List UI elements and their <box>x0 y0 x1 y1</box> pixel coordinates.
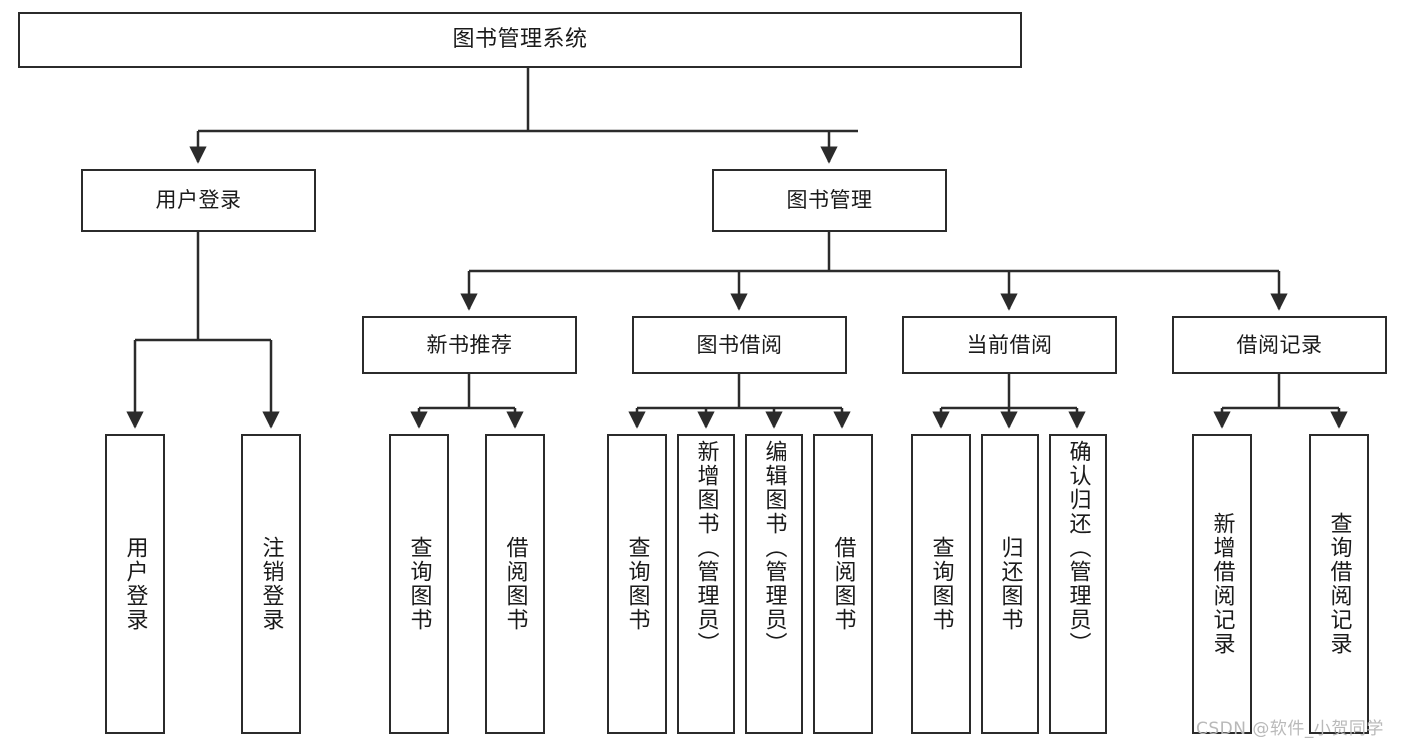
leaf-query-book-new-label: 查询图书 <box>406 536 432 632</box>
leaf-add-book-admin-label: 新增图书（管理员） <box>693 440 719 656</box>
node-root-label: 图书管理系统 <box>452 27 588 53</box>
leaf-borrow-book-borrow[interactable]: 借阅图书 <box>813 434 873 734</box>
node-new-book-recommendation-label: 新书推荐 <box>426 332 513 357</box>
leaf-logout[interactable]: 注销登录 <box>241 434 301 734</box>
node-user-login-label: 用户登录 <box>155 188 242 213</box>
leaf-add-borrow-record[interactable]: 新增借阅记录 <box>1192 434 1252 734</box>
leaf-add-book-admin[interactable]: 新增图书（管理员） <box>677 434 735 734</box>
leaf-edit-book-admin-label: 编辑图书（管理员） <box>761 440 787 656</box>
leaf-query-book-current-label: 查询图书 <box>928 536 954 632</box>
csdn-watermark: CSDN @软件_小贺同学 <box>1196 719 1384 739</box>
leaf-query-book-current[interactable]: 查询图书 <box>911 434 971 734</box>
leaf-user-login-label: 用户登录 <box>122 536 148 632</box>
node-current-borrowing[interactable]: 当前借阅 <box>902 316 1117 374</box>
leaf-query-borrow-record-label: 查询借阅记录 <box>1326 512 1352 656</box>
leaf-edit-book-admin[interactable]: 编辑图书（管理员） <box>745 434 803 734</box>
node-current-borrowing-label: 当前借阅 <box>966 332 1053 357</box>
leaf-logout-label: 注销登录 <box>258 536 284 632</box>
leaf-query-book-new[interactable]: 查询图书 <box>389 434 449 734</box>
leaf-return-book-label: 归还图书 <box>997 536 1023 632</box>
leaf-query-book-borrow-label: 查询图书 <box>624 536 650 632</box>
leaf-query-borrow-record[interactable]: 查询借阅记录 <box>1309 434 1369 734</box>
leaf-return-book[interactable]: 归还图书 <box>981 434 1039 734</box>
node-book-borrowing[interactable]: 图书借阅 <box>632 316 847 374</box>
leaf-add-borrow-record-label: 新增借阅记录 <box>1209 512 1235 656</box>
leaf-confirm-return-admin-label: 确认归还（管理员） <box>1065 440 1091 656</box>
leaf-borrow-book-new-label: 借阅图书 <box>502 536 528 632</box>
node-new-book-recommendation[interactable]: 新书推荐 <box>362 316 577 374</box>
node-book-management[interactable]: 图书管理 <box>712 169 947 232</box>
node-root[interactable]: 图书管理系统 <box>18 12 1022 68</box>
leaf-borrow-book-new[interactable]: 借阅图书 <box>485 434 545 734</box>
leaf-confirm-return-admin[interactable]: 确认归还（管理员） <box>1049 434 1107 734</box>
leaf-query-book-borrow[interactable]: 查询图书 <box>607 434 667 734</box>
node-book-borrowing-label: 图书借阅 <box>696 332 783 357</box>
node-user-login[interactable]: 用户登录 <box>81 169 316 232</box>
node-borrowing-record-label: 借阅记录 <box>1236 332 1323 357</box>
leaf-borrow-book-borrow-label: 借阅图书 <box>830 536 856 632</box>
leaf-user-login[interactable]: 用户登录 <box>105 434 165 734</box>
node-borrowing-record[interactable]: 借阅记录 <box>1172 316 1387 374</box>
node-book-management-label: 图书管理 <box>786 188 873 213</box>
